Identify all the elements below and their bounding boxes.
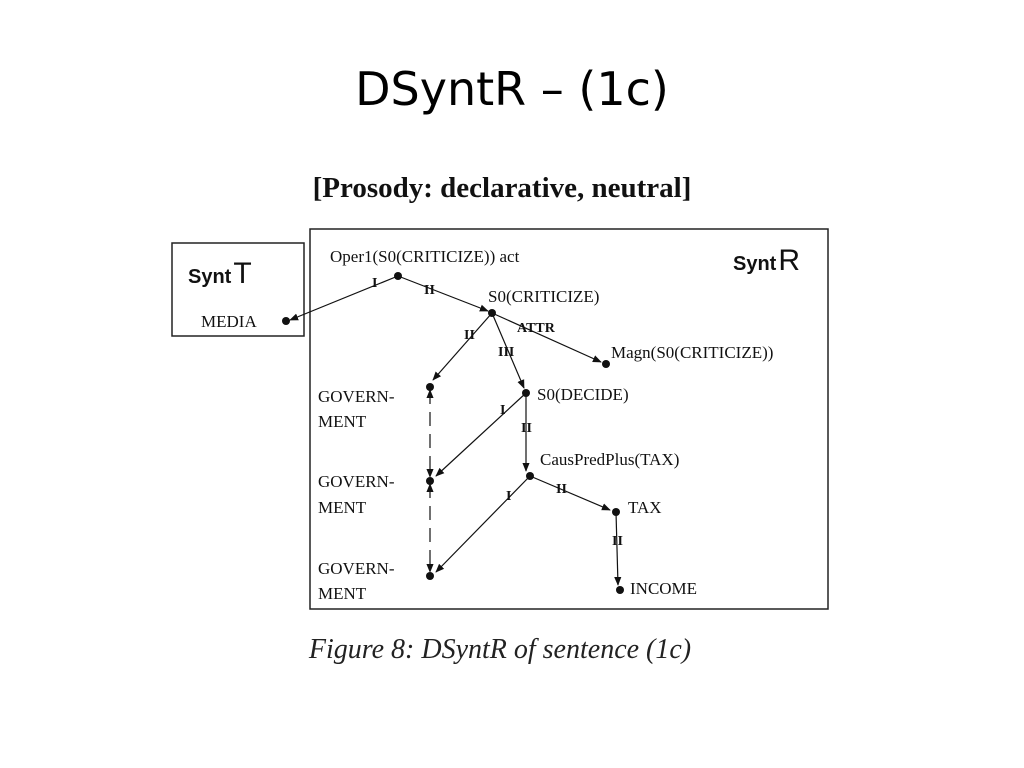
label-gov3-a: GOVERN- xyxy=(318,559,395,578)
prosody-label: [Prosody: declarative, neutral] xyxy=(312,172,692,204)
node-s0-decide xyxy=(522,389,530,397)
edge-label-oper1-s0c: II xyxy=(424,283,435,298)
edge-caus-gov3 xyxy=(435,475,531,573)
label-gov1-b: MENT xyxy=(318,412,367,431)
node-oper1 xyxy=(394,272,402,280)
node-gov1 xyxy=(426,383,434,391)
synt-r-title: SyntR xyxy=(733,244,800,277)
node-gov2 xyxy=(426,477,434,485)
edge-label-decide-caus: II xyxy=(521,421,532,436)
edge-oper1-s0c xyxy=(397,275,489,312)
label-gov2-a: GOVERN- xyxy=(318,472,395,491)
node-income xyxy=(616,586,624,594)
edge-decide-gov2 xyxy=(435,392,527,477)
edge-label-tax-income: II xyxy=(612,534,623,549)
synt-r-prefix: Synt xyxy=(733,253,777,275)
synt-r-box xyxy=(309,228,829,610)
label-media: MEDIA xyxy=(201,312,257,331)
synt-r-letter: R xyxy=(778,244,800,277)
node-gov3 xyxy=(426,572,434,580)
edge-label-decide-gov2: I xyxy=(500,403,505,418)
label-causpred: CausPredPlus(TAX) xyxy=(540,450,679,469)
synt-t-prefix: Synt xyxy=(188,266,232,288)
edge-tax-income xyxy=(614,511,622,586)
node-magn xyxy=(602,360,610,368)
label-income: INCOME xyxy=(630,579,697,598)
node-tax xyxy=(612,508,620,516)
label-magn: Magn(S0(CRITICIZE)) xyxy=(611,343,773,362)
label-s0-decide: S0(DECIDE) xyxy=(537,385,629,404)
slide-title: DSyntR – (1c) xyxy=(355,62,669,116)
edge-label-caus-tax: II xyxy=(556,482,567,497)
synt-t-box xyxy=(171,242,305,337)
edge-label-s0c-gov1: II xyxy=(464,328,475,343)
edge-s0c-magn xyxy=(491,312,602,363)
synt-t-title: SyntT xyxy=(188,257,252,290)
label-tax: TAX xyxy=(628,498,662,517)
node-causpred xyxy=(526,472,534,480)
edge-oper1-media xyxy=(289,275,399,321)
edge-label-caus-gov3: I xyxy=(506,489,511,504)
edge-label-s0c-decide: III xyxy=(498,345,514,360)
label-gov2-b: MENT xyxy=(318,498,367,517)
label-oper1: Oper1(S0(CRITICIZE)) act xyxy=(330,247,520,266)
label-gov3-b: MENT xyxy=(318,584,367,603)
label-s0-criticize: S0(CRITICIZE) xyxy=(488,287,599,306)
edge-caus-tax xyxy=(529,475,611,511)
node-media xyxy=(282,317,290,325)
node-s0-criticize xyxy=(488,309,496,317)
label-gov1-a: GOVERN- xyxy=(318,387,395,406)
figure-caption: Figure 8: DSyntR of sentence (1c) xyxy=(308,634,692,665)
synt-t-letter: T xyxy=(233,257,251,290)
edge-label-s0c-attr: ATTR xyxy=(517,321,556,336)
edge-s0c-decide xyxy=(491,312,525,389)
edge-label-oper1-media: I xyxy=(372,276,377,291)
edge-s0c-gov1 xyxy=(432,312,493,381)
